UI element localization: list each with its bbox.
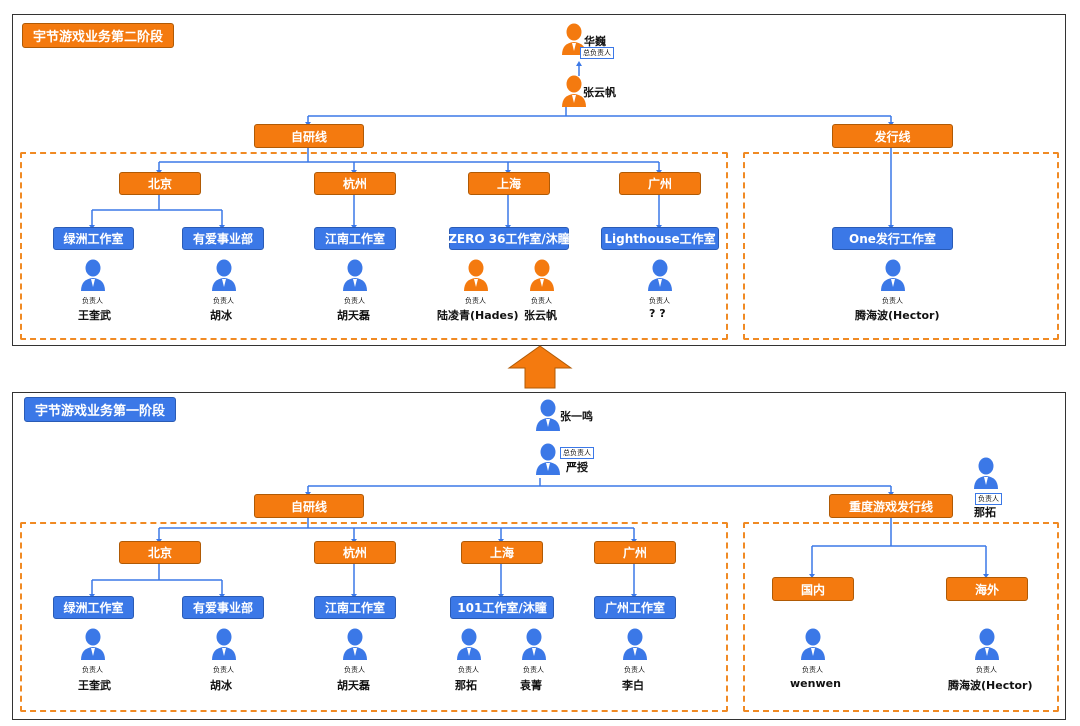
stage2-studio-jiangnan: 江南工作室 [314,227,396,250]
stage1-leader-tag-6: 负责人 [624,666,645,674]
stage2-studio-lvzhou: 绿洲工作室 [53,227,134,250]
stage1-side-person-tag: 负责人 [975,493,1002,505]
stage1-leader-tag-1: 负责人 [82,666,103,674]
stage1-second-person-tag: 总负责人 [560,447,594,459]
stage2-leader-name-7: 腾海波(Hector) [855,309,940,322]
stage1-leader-name-4: 那拓 [455,679,477,692]
stage1-second-person-name: 严授 [566,461,588,474]
stage1-region-domestic: 国内 [772,577,854,601]
stage1-side-person-name: 那拓 [974,506,996,519]
stage1-studio-101: 101工作室/沐瞳 [450,596,554,619]
stage1-leader-icon-2-person-icon [212,628,236,660]
stage1-city-beijing: 北京 [119,541,201,564]
stage2-studio-youai: 有爱事业部 [182,227,264,250]
stage1-top-person-person-icon [536,399,560,431]
stage2-leader-tag-6: 负责人 [649,297,670,305]
stage2-second-person-person-icon [562,75,586,107]
stage2-leader-tag-1: 负责人 [82,297,103,305]
stage2-leader-icon-2-person-icon [212,259,236,291]
stage1-leader-tag-7: 负责人 [802,666,823,674]
stage1-title: 宇节游戏业务第一阶段 [24,397,177,422]
stage1-leader-tag-3: 负责人 [344,666,365,674]
stage2-leader-icon-5-person-icon [530,259,554,291]
stage2-leader-icon-3-person-icon [343,259,367,291]
stage2-line-publish: 发行线 [832,124,953,148]
stage1-publish-frame [743,522,1059,712]
stage1-leader-icon-8-person-icon [975,628,999,660]
stage1-leader-name-2: 胡冰 [210,679,232,692]
stage2-leader-name-4: 陆凌青(Hades) [437,309,519,322]
stage2-studio-lighthouse: Lighthouse工作室 [601,227,719,250]
stage1-leader-icon-4-person-icon [457,628,481,660]
stage2-selfdev-frame [20,152,728,340]
stage2-city-hangzhou: 杭州 [314,172,396,195]
stage2-top-person-name: 华巍 [584,35,606,48]
stage2-leader-icon-1-person-icon [81,259,105,291]
stage1-top-person-name: 张一鸣 [560,410,593,423]
stage2-city-shanghai: 上海 [468,172,550,195]
stage2-leader-name-1: 王奎武 [78,309,111,322]
stage2-leader-tag-3: 负责人 [344,297,365,305]
stage1-studio-lvzhou: 绿洲工作室 [53,596,134,619]
stage1-leader-tag-4: 负责人 [458,666,479,674]
stage2-leader-name-2: 胡冰 [210,309,232,322]
stage1-leader-name-3: 胡天磊 [337,679,370,692]
stage1-leader-icon-3-person-icon [343,628,367,660]
stage2-publish-frame [743,152,1059,340]
stage1-city-shanghai: 上海 [461,541,543,564]
stage2-leader-tag-2: 负责人 [213,297,234,305]
stage2-top-person-tag: 总负责人 [580,47,614,59]
stage2-leader-tag-7: 负责人 [882,297,903,305]
stage2-leader-name-6: ? ? [649,307,666,320]
stage2-title: 宇节游戏业务第二阶段 [22,23,175,48]
stage1-studio-jiangnan: 江南工作室 [314,596,396,619]
stage2-second-person-name: 张云帆 [583,86,616,99]
stage2-line-selfdev: 自研线 [254,124,364,148]
up-arrow-icon [507,345,573,389]
stage1-side-person-person-icon [974,457,998,489]
stage1-leader-name-8: 腾海波(Hector) [948,679,1033,692]
stage1-region-overseas: 海外 [946,577,1028,601]
stage2-leader-name-3: 胡天磊 [337,309,370,322]
stage2-leader-name-5: 张云帆 [524,309,557,322]
stage2-city-guangzhou: 广州 [619,172,701,195]
stage2-studio-zero36: ZERO 36工作室/沐瞳 [448,227,570,250]
stage1-leader-icon-6-person-icon [623,628,647,660]
stage2-leader-tag-4: 负责人 [465,297,486,305]
stage1-line-selfdev: 自研线 [254,494,364,518]
stage1-leader-tag-8: 负责人 [976,666,997,674]
stage2-leader-icon-4-person-icon [464,259,488,291]
stage1-leader-name-5: 袁菁 [520,679,542,692]
stage1-city-hangzhou: 杭州 [314,541,396,564]
stage2-leader-icon-6-person-icon [648,259,672,291]
stage1-line-publish: 重度游戏发行线 [829,494,953,518]
stage1-studio-guangzhou: 广州工作室 [594,596,676,619]
stage1-leader-tag-2: 负责人 [213,666,234,674]
stage1-second-person-person-icon [536,443,560,475]
stage2-city-beijing: 北京 [119,172,201,195]
stage2-leader-tag-5: 负责人 [531,297,552,305]
stage2-studio-one-publish: One发行工作室 [832,227,953,250]
stage1-city-guangzhou: 广州 [594,541,676,564]
stage1-leader-name-1: 王奎武 [78,679,111,692]
stage1-leader-name-6: 李白 [622,679,644,692]
stage1-leader-icon-7-person-icon [801,628,825,660]
stage1-leader-tag-5: 负责人 [523,666,544,674]
stage1-leader-icon-5-person-icon [522,628,546,660]
stage2-leader-icon-7-person-icon [881,259,905,291]
stage1-leader-name-7: wenwen [790,677,841,690]
stage1-leader-icon-1-person-icon [81,628,105,660]
stage1-studio-youai: 有爱事业部 [182,596,264,619]
stage1-selfdev-frame [20,522,728,712]
